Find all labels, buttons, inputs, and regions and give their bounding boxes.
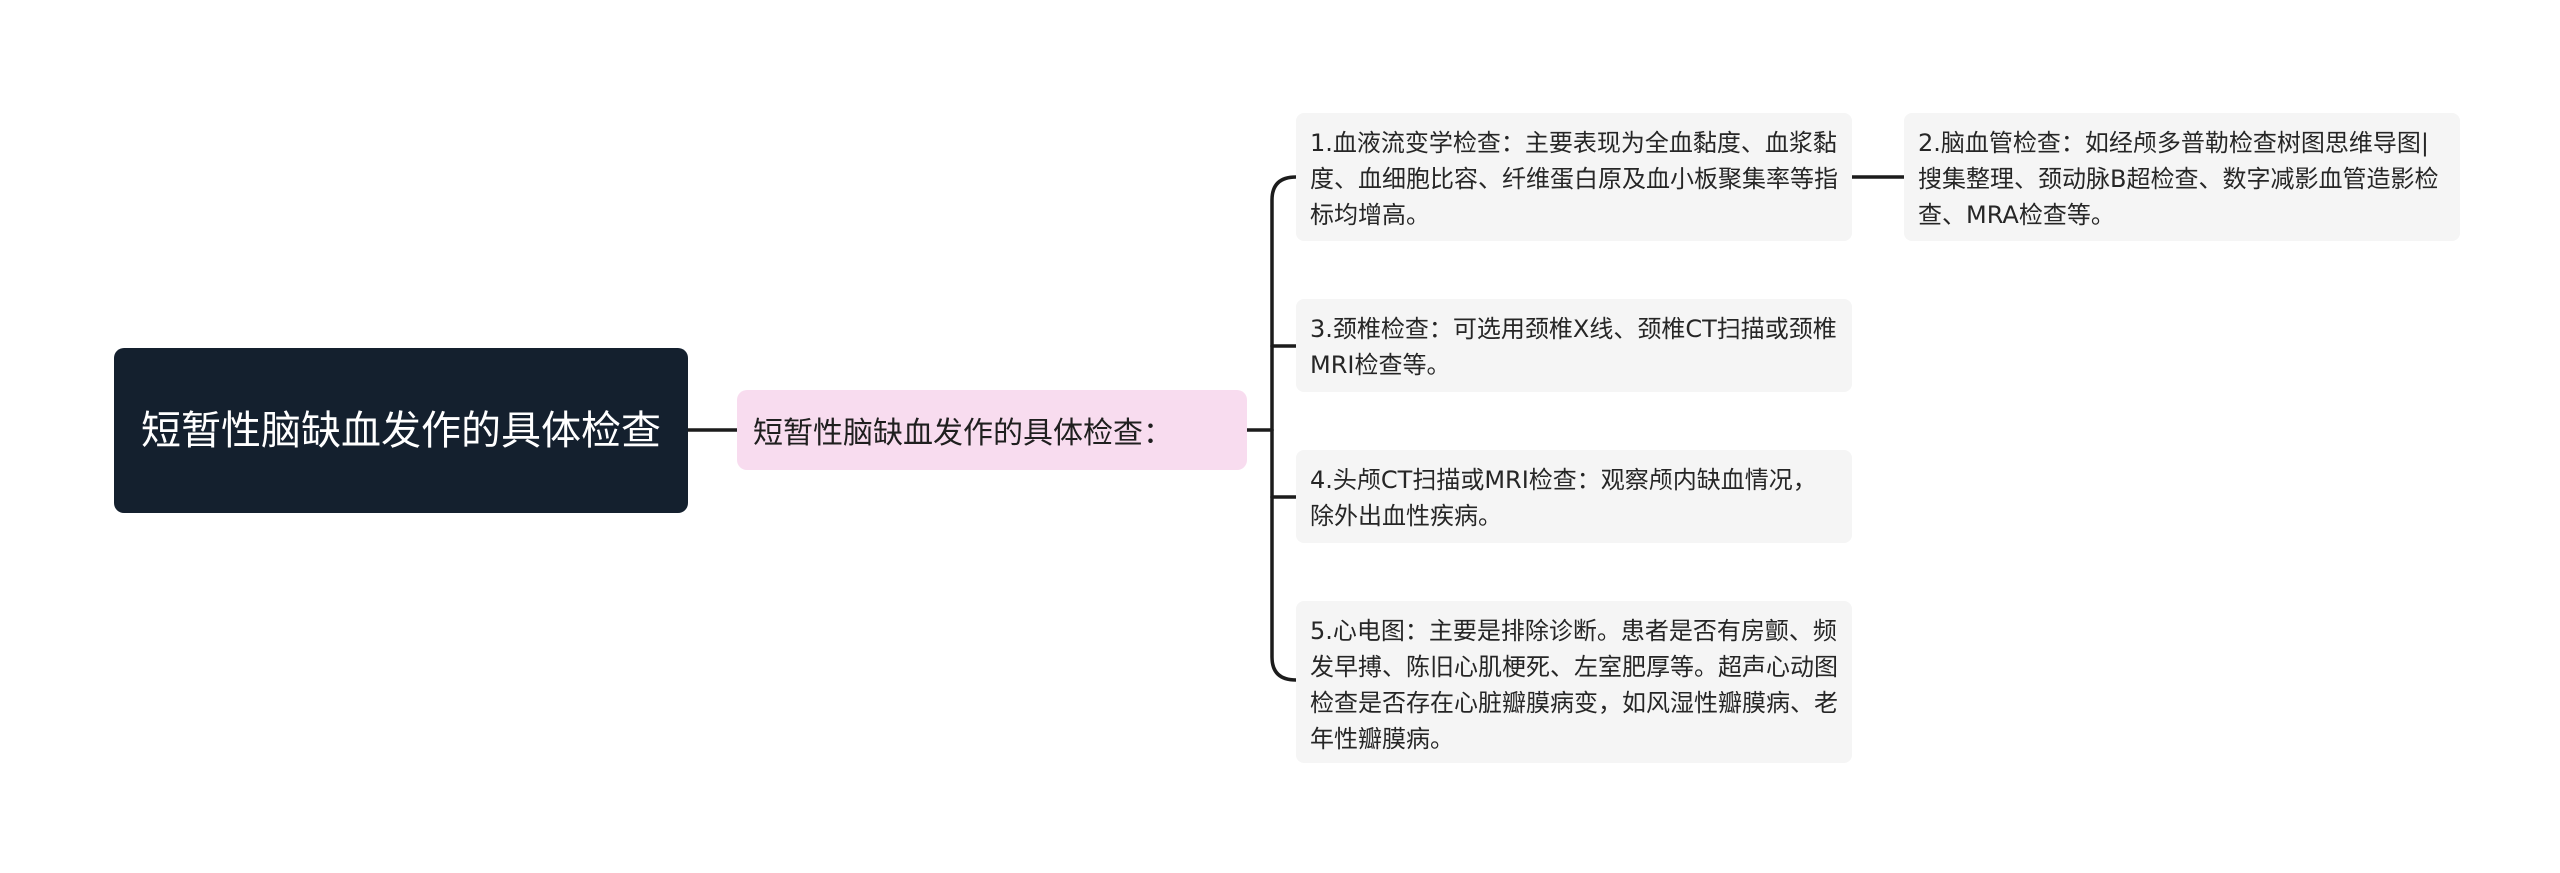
- leaf-node-cervical[interactable]: 3.颈椎检查：可选用颈椎X线、颈椎CT扫描或颈椎MRI检查等。: [1296, 299, 1852, 392]
- leaf-node-label: 5.心电图：主要是排除诊断。患者是否有房颤、频发早搏、陈旧心肌梗死、左室肥厚等。…: [1310, 617, 1838, 753]
- leaf-node-blood-rheology[interactable]: 1.血液流变学检查：主要表现为全血黏度、血浆黏度、血细胞比容、纤维蛋白原及血小板…: [1296, 113, 1852, 241]
- leaf-node-label: 3.颈椎检查：可选用颈椎X线、颈椎CT扫描或颈椎MRI检查等。: [1310, 315, 1837, 379]
- leaf-node-label: 2.脑血管检查：如经颅多普勒检查树图思维导图|搜集整理、颈动脉B超检查、数字减影…: [1918, 129, 2439, 229]
- leaf-node-label: 4.头颅CT扫描或MRI检查：观察颅内缺血情况，除外出血性疾病。: [1310, 466, 1817, 530]
- connector-trunk: [1270, 175, 1298, 682]
- branch-node-label: 短暂性脑缺血发作的具体检查：: [753, 416, 1173, 451]
- leaf-node-head-ct-mri[interactable]: 4.头颅CT扫描或MRI检查：观察颅内缺血情况，除外出血性疾病。: [1296, 450, 1852, 543]
- leaf-node-label: 1.血液流变学检查：主要表现为全血黏度、血浆黏度、血细胞比容、纤维蛋白原及血小板…: [1310, 129, 1838, 229]
- leaf-node-ecg[interactable]: 5.心电图：主要是排除诊断。患者是否有房颤、频发早搏、陈旧心肌梗死、左室肥厚等。…: [1296, 601, 1852, 763]
- root-node-label: 短暂性脑缺血发作的具体检查: [141, 407, 661, 454]
- leaf-node-cerebrovascular[interactable]: 2.脑血管检查：如经颅多普勒检查树图思维导图|搜集整理、颈动脉B超检查、数字减影…: [1904, 113, 2460, 241]
- root-node[interactable]: 短暂性脑缺血发作的具体检查: [114, 348, 688, 513]
- branch-node[interactable]: 短暂性脑缺血发作的具体检查：: [737, 390, 1247, 470]
